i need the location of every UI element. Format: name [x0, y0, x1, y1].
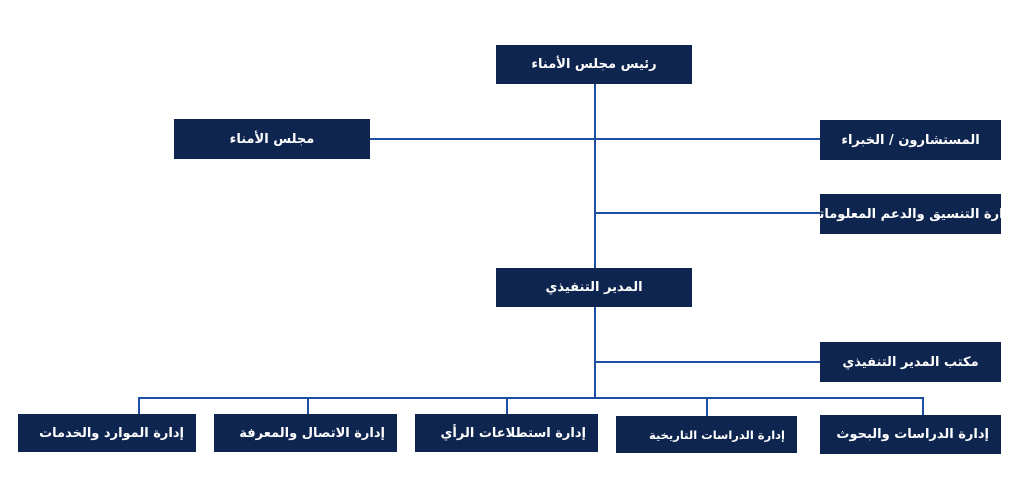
executive-office-box: مكتب المدير التنفيذي	[820, 342, 1001, 382]
coordination-label: إدارة التنسيق والدعم المعلوماتي	[806, 206, 1015, 222]
connector-main-vertical	[594, 84, 596, 268]
dept-polls-box: إدارة استطلاعات الرأي	[415, 414, 598, 452]
dept-communication-label: إدارة الاتصال والمعرفة	[239, 425, 385, 441]
dept-resources-box: إدارة الموارد والخدمات	[18, 414, 196, 452]
advisors-box: المستشارون / الخبراء	[820, 120, 1001, 160]
connector-dept-5	[922, 397, 924, 415]
connector-departments-bus	[139, 397, 924, 399]
connector-dept-2	[307, 397, 309, 414]
dept-historical-box: إدارة الدراسات التاريخية	[616, 416, 797, 453]
coordination-box: إدارة التنسيق والدعم المعلوماتي	[806, 194, 1015, 234]
connector-dept-1	[138, 397, 140, 414]
connector-exec-vertical	[594, 307, 596, 398]
connector-exec-office	[595, 361, 820, 363]
executive-director-label: المدير التنفيذي	[545, 280, 643, 295]
connector-dept-4	[706, 397, 708, 416]
executive-office-label: مكتب المدير التنفيذي	[842, 354, 979, 370]
executive-director-box: المدير التنفيذي	[496, 268, 692, 307]
connector-board-advisors	[370, 138, 820, 140]
dept-resources-label: إدارة الموارد والخدمات	[39, 425, 184, 441]
connector-dept-3	[506, 397, 508, 414]
chairman-label: رئيس مجلس الأمناء	[531, 57, 657, 72]
advisors-label: المستشارون / الخبراء	[841, 132, 980, 148]
dept-historical-label: إدارة الدراسات التاريخية	[648, 427, 785, 442]
chairman-box: رئيس مجلس الأمناء	[496, 45, 692, 84]
connector-coordination	[595, 212, 820, 214]
board-label: مجلس الأمناء	[229, 131, 315, 147]
dept-research-box: إدارة الدراسات والبحوث	[820, 415, 1001, 454]
dept-polls-label: إدارة استطلاعات الرأي	[440, 425, 587, 441]
dept-research-label: إدارة الدراسات والبحوث	[836, 427, 989, 442]
board-box: مجلس الأمناء	[174, 119, 370, 159]
dept-communication-box: إدارة الاتصال والمعرفة	[214, 414, 397, 452]
